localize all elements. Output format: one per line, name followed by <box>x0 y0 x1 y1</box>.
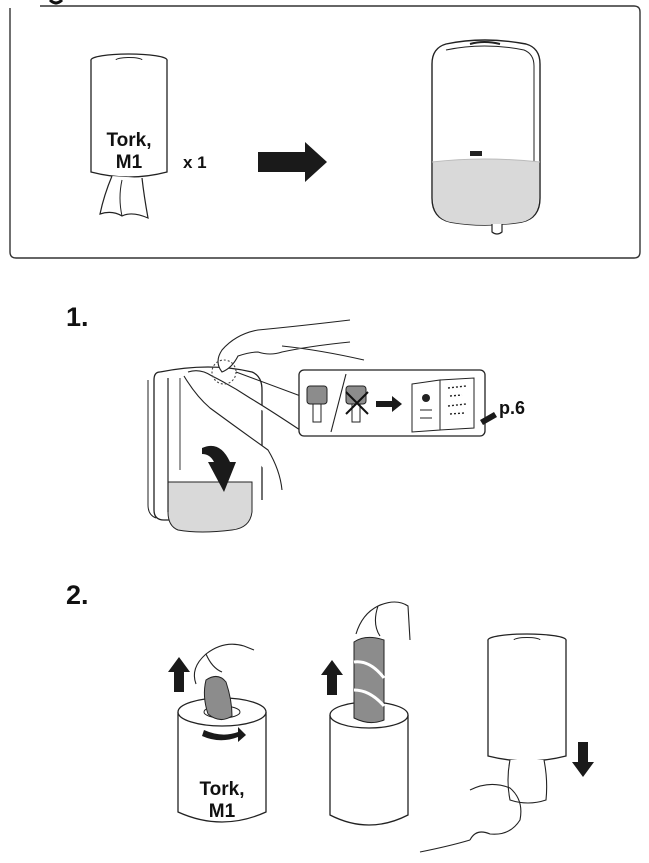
step-1: 1. <box>66 302 525 533</box>
pull-core-panel <box>321 601 411 826</box>
manual-booklet-icon <box>411 377 475 433</box>
roll-label-line1: Tork, <box>106 130 151 151</box>
arrow-up-icon-2 <box>321 660 343 695</box>
key-crossed-icon <box>345 385 369 423</box>
hand-icon <box>193 643 255 685</box>
dispenser-lower-shell <box>433 159 539 225</box>
key-callout <box>298 369 497 437</box>
logo-mark <box>470 151 482 156</box>
panel-frame <box>9 5 641 259</box>
curved-arrow-icon <box>202 727 246 742</box>
arrow-down-icon <box>572 742 594 777</box>
paper-roll-icon <box>90 53 168 220</box>
hand-icon-3 <box>419 783 522 853</box>
cardboard-core <box>203 676 233 720</box>
dispenser-front-cover <box>167 481 253 533</box>
step-2-number: 2. <box>66 580 89 610</box>
quantity-label: x 1 <box>183 153 207 172</box>
page-reference: p.6 <box>499 398 525 418</box>
dispenser-icon <box>431 39 541 235</box>
roll-label-line1-step2: Tork, <box>199 779 244 800</box>
roll-label-line2: M1 <box>116 152 143 173</box>
hands-icon <box>183 319 365 491</box>
pull-sheet-panel <box>419 633 594 853</box>
roll-label-line2-step2: M1 <box>209 801 236 822</box>
arrow-up-icon <box>168 657 190 692</box>
pointer-arrow-icon <box>480 412 497 425</box>
cropped-heading <box>48 0 64 5</box>
paper-sheet-icon <box>99 175 149 220</box>
spiral-core <box>353 636 385 724</box>
step-1-number: 1. <box>66 302 89 332</box>
refill-panel: Tork, M1 x 1 <box>9 0 641 259</box>
key-icon <box>306 385 328 423</box>
step-2: 2. Tork, M1 <box>66 580 594 853</box>
arrow-right-small-icon <box>376 396 402 412</box>
remove-core-panel <box>168 643 267 823</box>
arrow-right-icon <box>258 142 327 182</box>
open-dispenser-icon <box>147 366 263 533</box>
paper-sheet-icon-2 <box>507 759 548 804</box>
hand-icon-2 <box>355 601 411 641</box>
curved-arrow-down-icon <box>202 445 236 492</box>
